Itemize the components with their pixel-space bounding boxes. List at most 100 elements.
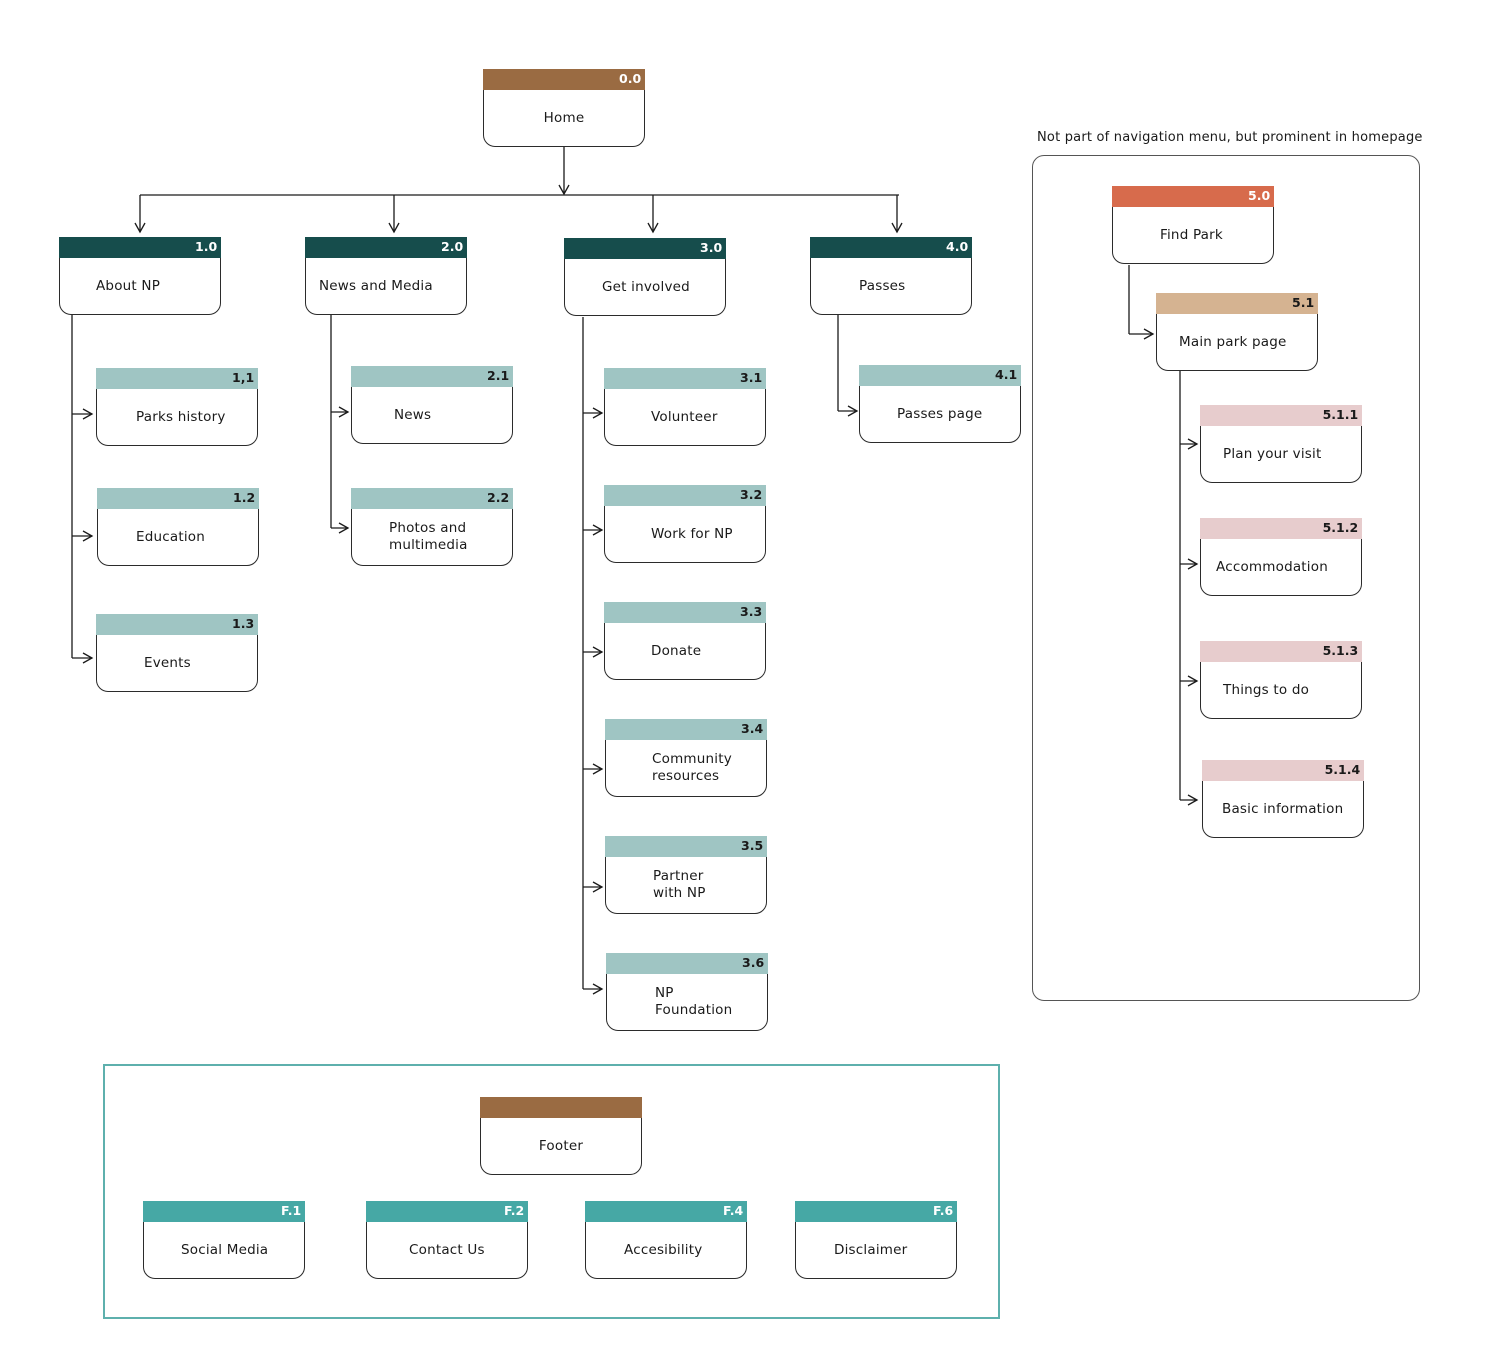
node-parks-history[interactable]: 1,1 Parks history <box>95 367 259 446</box>
node-label: News <box>394 406 432 423</box>
node-label: Disclaimer <box>834 1241 908 1258</box>
node-header: 1,1 <box>95 367 259 389</box>
node-code: 5.0 <box>1248 187 1271 203</box>
node-education[interactable]: 1.2 Education <box>96 487 260 566</box>
node-label: NP Foundation <box>655 985 733 1018</box>
node-header: 3.5 <box>604 835 768 857</box>
node-code: F.1 <box>281 1202 302 1218</box>
node-community-resources[interactable]: 3.4 Community resources <box>604 718 768 797</box>
node-label: Volunteer <box>651 408 718 425</box>
node-contact-us[interactable]: F.2 Contact Us <box>365 1200 529 1279</box>
node-header: 4.0 <box>809 236 973 258</box>
node-social-media[interactable]: F.1 Social Media <box>142 1200 306 1279</box>
node-label: Parks history <box>136 408 226 425</box>
node-label: Passes <box>859 277 906 294</box>
node-label: Work for NP <box>651 525 733 542</box>
node-main-park-page[interactable]: 5.1 Main park page <box>1155 292 1319 371</box>
node-news-and-media[interactable]: 2.0 News and Media <box>304 236 468 315</box>
node-photos-and-multimedia[interactable]: 2.2 Photos and multimedia <box>350 487 514 566</box>
node-header <box>479 1096 643 1118</box>
node-code: 2.2 <box>487 489 510 505</box>
node-accesibility[interactable]: F.4 Accesibility <box>584 1200 748 1279</box>
node-work-for-np[interactable]: 3.2 Work for NP <box>603 484 767 563</box>
node-label: Plan your visit <box>1223 445 1322 462</box>
node-code: 5.1 <box>1292 294 1315 310</box>
node-header: 0.0 <box>482 68 646 90</box>
node-label: Donate <box>651 642 702 659</box>
node-label: Partner with NP <box>653 868 706 901</box>
node-label: Passes page <box>897 405 983 422</box>
node-basic-information[interactable]: 5.1.4 Basic information <box>1201 759 1365 838</box>
node-disclaimer[interactable]: F.6 Disclaimer <box>794 1200 958 1279</box>
node-code: 5.1.2 <box>1322 519 1359 535</box>
node-passes-page[interactable]: 4.1 Passes page <box>858 364 1022 443</box>
node-get-involved[interactable]: 3.0 Get involved <box>563 237 727 316</box>
node-code: 1.2 <box>233 489 256 505</box>
node-header: 1.0 <box>58 236 222 258</box>
node-donate[interactable]: 3.3 Donate <box>603 601 767 680</box>
node-header: F.6 <box>794 1200 958 1222</box>
node-code: 3.4 <box>741 720 764 736</box>
node-header: 2.2 <box>350 487 514 509</box>
node-label: Photos and multimedia <box>389 520 468 553</box>
node-header: 2.1 <box>350 365 514 387</box>
node-code: 3.6 <box>742 954 765 970</box>
node-passes[interactable]: 4.0 Passes <box>809 236 973 315</box>
node-header: 5.1.4 <box>1201 759 1365 781</box>
node-news[interactable]: 2.1 News <box>350 365 514 444</box>
node-header: 5.0 <box>1111 185 1275 207</box>
node-code: 4.0 <box>946 238 969 254</box>
node-label: Things to do <box>1223 681 1310 698</box>
node-label: News and Media <box>319 277 433 294</box>
node-header: 3.3 <box>603 601 767 623</box>
node-accommodation[interactable]: 5.1.2 Accommodation <box>1199 517 1363 596</box>
node-header: 3.6 <box>605 952 769 974</box>
node-code: 3.0 <box>700 239 723 255</box>
node-code: 3.1 <box>740 369 763 385</box>
node-header: 5.1.2 <box>1199 517 1363 539</box>
node-code: 3.2 <box>740 486 763 502</box>
node-header: F.4 <box>584 1200 748 1222</box>
node-label: Get involved <box>602 278 690 295</box>
side-panel-note: Not part of navigation menu, but promine… <box>1037 130 1423 145</box>
node-label: Community resources <box>652 751 732 784</box>
node-label: Social Media <box>181 1241 269 1258</box>
node-code: 0.0 <box>619 70 642 86</box>
node-code: 5.1.3 <box>1322 642 1359 658</box>
footer-panel-frame <box>103 1064 1000 1319</box>
node-label: Footer <box>538 1137 584 1154</box>
node-plan-your-visit[interactable]: 5.1.1 Plan your visit <box>1199 404 1363 483</box>
node-header: 5.1.3 <box>1199 640 1363 662</box>
node-events[interactable]: 1.3 Events <box>95 613 259 692</box>
node-volunteer[interactable]: 3.1 Volunteer <box>603 367 767 446</box>
node-code: F.4 <box>723 1202 744 1218</box>
node-partner-with-np[interactable]: 3.5 Partner with NP <box>604 835 768 914</box>
node-label: Education <box>136 528 206 545</box>
node-code: 5.1.1 <box>1322 406 1359 422</box>
node-label: Find Park <box>1160 226 1223 243</box>
node-code: F.2 <box>504 1202 525 1218</box>
node-header: F.2 <box>365 1200 529 1222</box>
node-label: Accesibility <box>624 1241 703 1258</box>
node-things-to-do[interactable]: 5.1.3 Things to do <box>1199 640 1363 719</box>
node-header: 4.1 <box>858 364 1022 386</box>
side-panel-frame <box>1032 155 1420 1001</box>
node-code: 5.1.4 <box>1324 761 1361 777</box>
node-header: 5.1 <box>1155 292 1319 314</box>
node-home[interactable]: 0.0 Home <box>482 68 646 147</box>
node-code: 1,1 <box>232 369 255 385</box>
node-code: 2.1 <box>487 367 510 383</box>
node-header: 3.0 <box>563 237 727 259</box>
node-code: 1.3 <box>232 615 255 631</box>
node-header: 5.1.1 <box>1199 404 1363 426</box>
node-find-park[interactable]: 5.0 Find Park <box>1111 185 1275 264</box>
node-np-foundation[interactable]: 3.6 NP Foundation <box>605 952 769 1031</box>
node-header: F.1 <box>142 1200 306 1222</box>
node-code: 2.0 <box>441 238 464 254</box>
node-code: 3.3 <box>740 603 763 619</box>
node-about-np[interactable]: 1.0 About NP <box>58 236 222 315</box>
node-label: Home <box>543 109 585 126</box>
node-footer[interactable]: Footer <box>479 1096 643 1175</box>
node-label: Accommodation <box>1216 558 1328 575</box>
